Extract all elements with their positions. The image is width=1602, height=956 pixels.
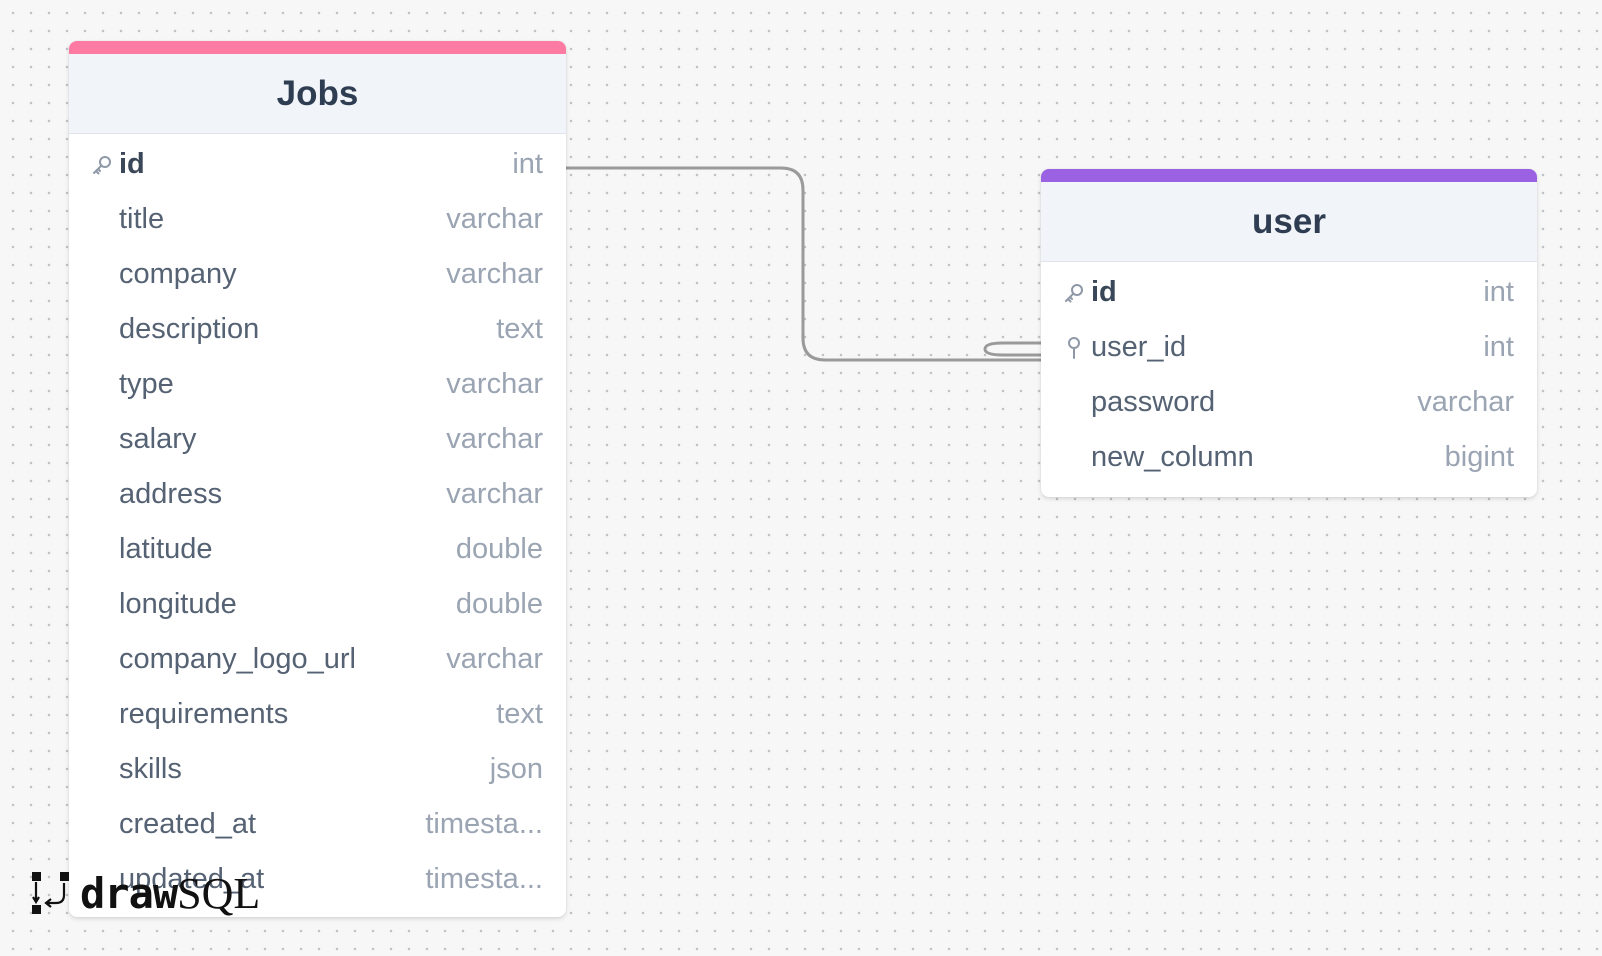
user-table[interactable]: user id int user_id int password varchar new_c… [1041, 169, 1537, 497]
jobs-column-row-updated-at[interactable]: updated_at timesta... [69, 852, 566, 907]
column-name: skills [119, 753, 182, 785]
column-name: created_at [119, 808, 257, 840]
jobs-column-row-address[interactable]: address varchar [69, 467, 566, 522]
jobs-column-row-type[interactable]: type varchar [69, 357, 566, 412]
column-type: timesta... [425, 863, 543, 895]
column-type: double [455, 533, 543, 565]
column-type: varchar [446, 203, 543, 235]
column-name: updated_at [119, 863, 265, 895]
column-name: company_logo_url [119, 643, 356, 675]
jobs-column-row-salary[interactable]: salary varchar [69, 412, 566, 467]
jobs-table[interactable]: Jobs id int title varchar company varchar desc… [69, 41, 566, 917]
column-name: latitude [119, 533, 213, 565]
column-type: varchar [1417, 386, 1514, 418]
user-column-row-user-id[interactable]: user_id int [1041, 320, 1537, 375]
column-name: requirements [119, 698, 289, 730]
foreign-key-icon [1061, 320, 1087, 375]
logo-text-draw: draw [80, 868, 178, 918]
jobs-column-row-created-at[interactable]: created_at timesta... [69, 797, 566, 852]
jobs-column-row-company-logo-url[interactable]: company_logo_url varchar [69, 632, 566, 687]
column-type: bigint [1444, 441, 1514, 473]
column-type: text [496, 698, 543, 730]
column-name: address [119, 478, 223, 510]
column-name: title [119, 203, 165, 235]
column-type: varchar [446, 478, 543, 510]
jobs-table-accent [69, 41, 566, 54]
column-type: varchar [446, 423, 543, 455]
column-type: int [512, 148, 543, 180]
column-type: timesta... [425, 808, 543, 840]
jobs-column-row-company[interactable]: company varchar [69, 247, 566, 302]
column-name: user_id [1091, 331, 1187, 363]
column-name: type [119, 368, 174, 400]
jobs-column-row-id[interactable]: id int [69, 137, 566, 192]
jobs-columns-list: id int title varchar company varchar descripti… [69, 134, 566, 907]
column-name: id [1091, 276, 1117, 308]
key-icon [89, 137, 115, 192]
column-type: double [455, 588, 543, 620]
column-type: int [1483, 276, 1514, 308]
jobs-column-row-skills[interactable]: skills json [69, 742, 566, 797]
column-name: description [119, 313, 260, 345]
column-type: varchar [446, 643, 543, 675]
user-table-title[interactable]: user [1041, 182, 1537, 262]
crows-foot-many-icon [983, 341, 1043, 357]
jobs-column-row-title[interactable]: title varchar [69, 192, 566, 247]
column-type: json [489, 753, 543, 785]
column-type: text [496, 313, 543, 345]
jobs-column-row-latitude[interactable]: latitude double [69, 522, 566, 577]
user-column-row-new-column[interactable]: new_column bigint [1041, 430, 1537, 485]
column-name: longitude [119, 588, 237, 620]
drawsql-logo-icon [32, 872, 69, 914]
logo-text-sql: SQL [177, 868, 261, 918]
user-column-row-id[interactable]: id int [1041, 265, 1537, 320]
column-name: new_column [1091, 441, 1254, 473]
jobs-column-row-longitude[interactable]: longitude double [69, 577, 566, 632]
column-type: varchar [446, 368, 543, 400]
relation-line-jobs-id-to-user-user-id[interactable] [564, 166, 1043, 362]
user-column-row-password[interactable]: password varchar [1041, 375, 1537, 430]
jobs-column-row-requirements[interactable]: requirements text [69, 687, 566, 742]
column-name: password [1091, 386, 1216, 418]
user-table-accent [1041, 169, 1537, 182]
jobs-column-row-description[interactable]: description text [69, 302, 566, 357]
key-icon [1061, 265, 1087, 320]
column-type: varchar [446, 258, 543, 290]
column-name: id [119, 148, 145, 180]
jobs-table-title[interactable]: Jobs [69, 54, 566, 134]
drawsql-logo: draw SQL [30, 868, 260, 918]
column-type: int [1483, 331, 1514, 363]
user-columns-list: id int user_id int password varchar new_column… [1041, 262, 1537, 485]
column-name: company [119, 258, 237, 290]
column-name: salary [119, 423, 197, 455]
